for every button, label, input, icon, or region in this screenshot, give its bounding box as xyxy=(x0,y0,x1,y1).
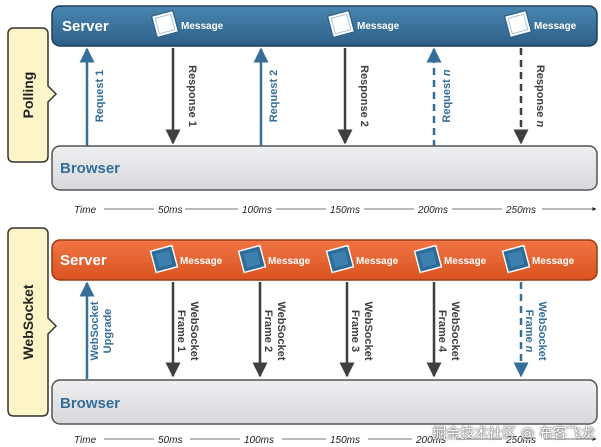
websocket-server-bar: Server xyxy=(51,239,598,281)
time-tick: 100ms xyxy=(242,205,272,216)
time-tick: 250ms xyxy=(505,435,536,446)
arrow-label: Response 2 xyxy=(358,65,370,127)
arrow-label: WebSocketUpgrade xyxy=(89,301,114,360)
arrow-label: WebSocketFrame 1 xyxy=(175,301,200,360)
polling-side-label: Polling xyxy=(20,72,36,119)
websocket-arrow-frame-2: WebSocketFrame 2 xyxy=(252,282,287,378)
polling-arrow-request-n: Request n xyxy=(426,47,453,147)
polling-browser-label: Browser xyxy=(60,160,120,177)
websocket-message: Message xyxy=(413,244,487,274)
polling-browser-bar: Browser xyxy=(51,145,598,191)
message-label: Message xyxy=(356,256,399,267)
websocket-side-tab: WebSocket xyxy=(7,227,58,417)
polling-section: Polling Server Message Message Message R… xyxy=(7,5,598,216)
websocket-browser-label: Browser xyxy=(60,395,120,412)
arrow-label: WebSocketFrame 3 xyxy=(349,301,374,360)
websocket-message: Message xyxy=(149,244,223,274)
time-tick: 200ms xyxy=(417,205,448,216)
message-label: Message xyxy=(181,21,224,32)
watermark: 掘金技术社区 @ 布客飞龙 xyxy=(432,426,595,442)
message-label: Message xyxy=(534,21,577,32)
time-label: Time xyxy=(74,205,97,216)
websocket-browser-bar: Browser xyxy=(51,379,598,425)
polling-arrow-response-2: Response 2 xyxy=(337,48,370,145)
websocket-arrow-frame-3: WebSocketFrame 3 xyxy=(339,282,374,378)
arrow-label: WebSocketFrame n xyxy=(523,301,548,360)
message-label: Message xyxy=(180,256,223,267)
message-icon xyxy=(501,244,531,274)
websocket-timeline: Time 50ms 100ms 150ms 200ms 250ms xyxy=(74,435,597,446)
arrow-label: Request 2 xyxy=(268,70,280,123)
arrow-label: Request n xyxy=(441,69,453,122)
polling-server-label: Server xyxy=(62,18,109,35)
polling-timeline: Time 50ms 100ms 150ms 200ms 250ms xyxy=(74,205,597,216)
arrow-label: WebSocketFrame 2 xyxy=(262,301,287,360)
websocket-arrow-upgrade: WebSocketUpgrade xyxy=(79,281,114,379)
polling-arrow-response-1: Response 1 xyxy=(165,48,198,145)
message-label: Message xyxy=(268,256,311,267)
message-icon xyxy=(325,244,355,274)
websocket-server-label: Server xyxy=(60,252,107,269)
time-tick: 150ms xyxy=(330,435,360,446)
message-label: Message xyxy=(357,21,400,32)
time-tick: 250ms xyxy=(505,205,536,216)
time-tick: 50ms xyxy=(158,435,182,446)
arrow-label: Response 1 xyxy=(186,65,198,127)
arrow-label: WebSocketFrame 4 xyxy=(436,301,461,360)
polling-arrow-request-1: Request 1 xyxy=(79,47,106,147)
polling-message: Message xyxy=(503,9,577,39)
message-label: Message xyxy=(444,256,487,267)
message-icon xyxy=(503,9,533,39)
arrow-label: Request 1 xyxy=(94,70,106,123)
polling-side-tab: Polling xyxy=(7,27,58,163)
websocket-arrow-frame-n: WebSocketFrame n xyxy=(513,282,548,378)
websocket-arrow-frame-4: WebSocketFrame 4 xyxy=(426,282,461,378)
websocket-message: Message xyxy=(237,244,311,274)
message-label: Message xyxy=(532,256,575,267)
message-icon xyxy=(326,9,356,39)
polling-message: Message xyxy=(150,9,224,39)
message-icon xyxy=(237,244,267,274)
polling-message: Message xyxy=(326,9,400,39)
polling-arrow-response-n: Response n xyxy=(513,48,546,145)
time-label: Time xyxy=(74,435,97,446)
polling-server-bar: Server xyxy=(51,5,598,47)
message-icon xyxy=(413,244,443,274)
websocket-message: Message xyxy=(501,244,575,274)
polling-arrow-request-2: Request 2 xyxy=(253,47,280,147)
time-tick: 150ms xyxy=(330,205,360,216)
websocket-arrow-frame-1: WebSocketFrame 1 xyxy=(165,282,200,378)
websocket-section: WebSocket Server Message Message Message… xyxy=(7,227,598,446)
message-icon xyxy=(149,244,179,274)
time-tick: 100ms xyxy=(244,435,274,446)
websocket-side-label: WebSocket xyxy=(20,284,36,360)
websocket-message: Message xyxy=(325,244,399,274)
arrow-label: Response n xyxy=(534,65,546,128)
time-tick: 50ms xyxy=(158,205,182,216)
message-icon xyxy=(150,9,180,39)
time-tick: 200ms xyxy=(415,435,446,446)
